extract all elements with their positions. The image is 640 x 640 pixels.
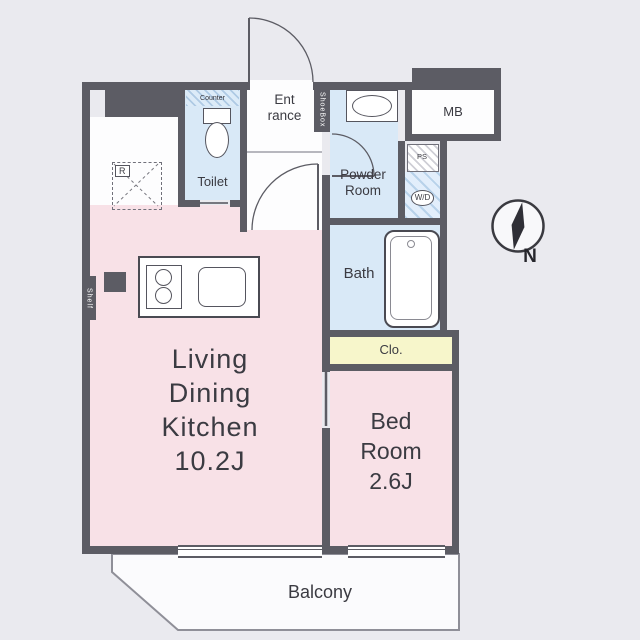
shelf-label: Shelf: [85, 287, 93, 309]
powder-room-label: Powder Room: [328, 167, 398, 199]
kitchen-sink-icon: [198, 267, 246, 307]
wall-segment: [322, 218, 447, 225]
window-bedroom: [348, 545, 445, 558]
room-entrance-hall: [247, 90, 322, 230]
wall-segment: [322, 175, 330, 372]
entrance-label-line: rance: [267, 108, 302, 124]
wall-segment: [412, 68, 501, 90]
wall-segment: [440, 134, 447, 337]
wall-segment: [445, 546, 459, 554]
refrigerator-label: R: [115, 165, 130, 177]
shoe-box: ShoeBox: [314, 88, 330, 132]
wall-segment: [494, 68, 501, 141]
entrance-label: Ent rance: [247, 92, 322, 124]
toilet-counter: Counter: [186, 90, 239, 106]
toilet-bowl-icon: [205, 122, 229, 158]
counter-label: Counter: [200, 94, 225, 102]
meter-box-label: MB: [443, 104, 463, 119]
ldk-label-line: Living: [171, 344, 249, 374]
ldk-size-label: 10.2J: [174, 446, 246, 476]
kitchen-wall-stub: [104, 272, 126, 292]
burner-icon: [155, 287, 172, 304]
entrance-label-line: Ent: [274, 92, 295, 107]
wall-segment: [313, 82, 412, 90]
refrigerator-space: R: [112, 162, 162, 210]
wall-segment: [178, 200, 200, 207]
bedroom-label-line: Room: [360, 438, 422, 464]
room-closet: [330, 337, 452, 364]
window-ldk-balcony: [178, 545, 322, 558]
wall-segment: [230, 200, 247, 207]
kitchen-counter: [138, 256, 260, 318]
bathtub-inner: [390, 236, 432, 320]
balcony-label: Balcony: [287, 582, 353, 602]
window-sash-line: [348, 549, 445, 550]
stove-icon: [146, 265, 182, 309]
burner-icon: [155, 269, 172, 286]
wall-segment: [405, 134, 501, 141]
wall-segment: [322, 364, 459, 371]
bath-label: Bath: [343, 265, 375, 282]
washer-dryer-text: W/D: [410, 190, 435, 206]
wall-segment: [322, 330, 459, 337]
entrance-doorway-floor: [250, 80, 313, 92]
sink-basin: [352, 95, 392, 117]
shoe-box-label: ShoeBox: [318, 92, 326, 128]
ldk-label: Living Dining Kitchen 10.2J: [100, 342, 320, 478]
compass-north-label: N: [523, 246, 537, 267]
kitchen-corner-floor: [90, 117, 178, 205]
wall-segment: [322, 428, 330, 548]
shelf: Shelf: [82, 276, 96, 320]
pipe-space-label: PS: [416, 152, 427, 161]
window-sash-line: [178, 549, 322, 550]
bathtub-drain: [407, 240, 415, 248]
ldk-label-line: Kitchen: [161, 412, 259, 442]
washer-dryer-label: W/D: [407, 186, 438, 206]
pipe-space-box: [407, 144, 439, 172]
bathtub-icon: [384, 230, 440, 328]
bedroom-label: Bed Room 2.6J: [330, 406, 452, 496]
room-meter-box: [412, 90, 494, 134]
bedroom-size-label: 2.6J: [369, 468, 413, 494]
wall-segment: [240, 85, 247, 232]
powder-label-line: Room: [344, 183, 381, 199]
wall-segment: [322, 546, 348, 554]
sink-icon: [346, 90, 398, 122]
powder-label-line: Powder: [340, 167, 386, 182]
ldk-label-line: Dining: [168, 378, 252, 408]
toilet-label: Toilet: [197, 174, 228, 189]
compass-icon: [491, 199, 545, 253]
closet-label: Clo.: [379, 342, 403, 357]
bedroom-label-line: Bed: [370, 408, 412, 434]
wall-segment: [398, 141, 405, 225]
wall-segment: [405, 85, 412, 141]
wall-segment: [452, 330, 459, 554]
wall-segment: [82, 546, 178, 554]
room-bed-room: [330, 371, 452, 546]
wall-segment: [105, 85, 183, 117]
wall-segment: [178, 85, 185, 207]
